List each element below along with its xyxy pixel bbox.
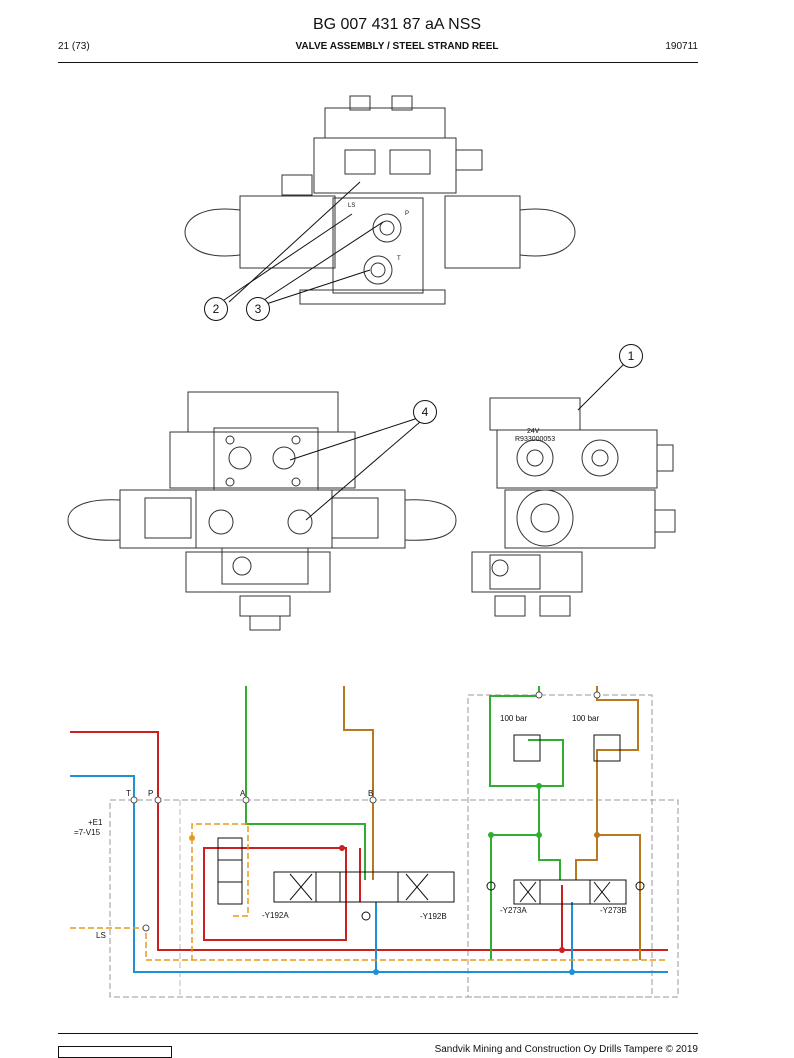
section-title: VALVE ASSEMBLY / STEEL STRAND REEL bbox=[295, 41, 499, 52]
schematic-port-ls: LS bbox=[96, 931, 106, 940]
valve-assembly-drawing bbox=[67, 95, 676, 631]
ref-e1: +E1 bbox=[88, 818, 103, 827]
callout-leaders bbox=[223, 181, 625, 521]
schematic-port-a: A bbox=[240, 789, 246, 798]
schematic-port-b: B bbox=[368, 789, 374, 798]
valve-top-view bbox=[184, 95, 576, 305]
page-number: 21 (73) bbox=[58, 41, 90, 52]
solenoid-part-number: R933000053 bbox=[515, 436, 556, 443]
valve-front-view bbox=[67, 391, 457, 631]
relief-left-setting: 100 bar bbox=[500, 714, 528, 723]
solenoid-voltage: 24V bbox=[527, 428, 540, 435]
solenoid-y273b: -Y273B bbox=[600, 906, 627, 915]
solenoid-y192a: -Y192A bbox=[262, 911, 289, 920]
solenoid-y273a: -Y273A bbox=[500, 906, 527, 915]
valve-side-view bbox=[471, 397, 676, 617]
company-logo bbox=[58, 1046, 172, 1058]
schematic-port-p: P bbox=[148, 789, 154, 798]
callout-1: 1 bbox=[619, 344, 643, 368]
relief-right-setting: 100 bar bbox=[572, 714, 600, 723]
schematic-port-t: T bbox=[126, 789, 131, 798]
footer-rule bbox=[58, 1033, 698, 1034]
port-label-t: T bbox=[397, 256, 401, 262]
footer-copyright: Sandvik Mining and Construction Oy Drill… bbox=[434, 1044, 698, 1055]
ref-v15: =7-V15 bbox=[74, 828, 101, 837]
document-number: BG 007 431 87 aA NSS bbox=[312, 16, 482, 33]
solenoid-y192b: -Y192B bbox=[420, 912, 447, 921]
callout-3: 3 bbox=[246, 297, 270, 321]
callout-2: 2 bbox=[204, 297, 228, 321]
port-label-p: P bbox=[405, 211, 410, 217]
revision-date: 190711 bbox=[665, 41, 698, 52]
header-rule bbox=[58, 62, 698, 63]
port-label-ls: LS bbox=[348, 203, 356, 209]
callout-4: 4 bbox=[413, 400, 437, 424]
